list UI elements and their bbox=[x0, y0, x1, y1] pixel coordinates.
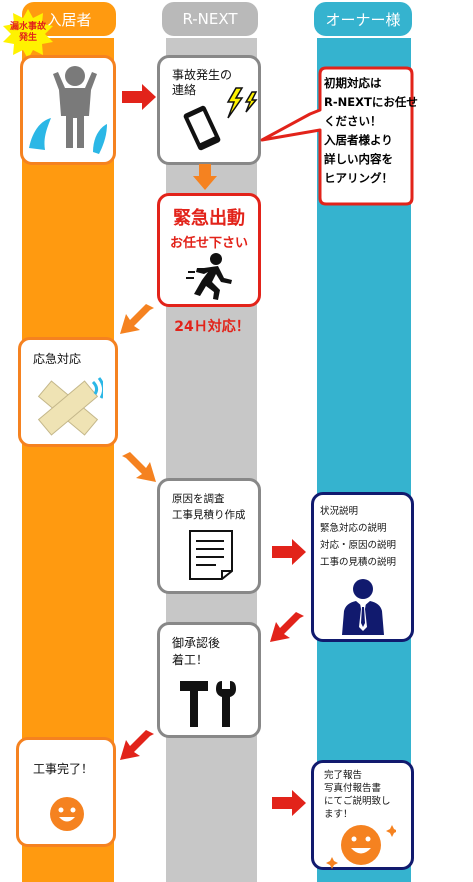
arrow-right-2 bbox=[272, 539, 306, 565]
bubble-shape bbox=[260, 66, 414, 206]
dispatch-24h: 24Ｈ対応！ bbox=[174, 319, 250, 335]
businessman-icon bbox=[342, 579, 384, 635]
tools-icon bbox=[180, 681, 236, 727]
explain-text: 状況説明 緊急対応の説明 対応・原因の説明 工事の見積の説明 bbox=[320, 506, 397, 568]
leak-badge-label: 漏水事故 発生 bbox=[9, 22, 46, 43]
investigate-box: 原因を調査 工事見積り作成 bbox=[157, 478, 261, 594]
arrow-diag-left-1 bbox=[120, 304, 154, 334]
emergency-text: 応急対応 bbox=[33, 352, 82, 366]
person-leak-icon bbox=[29, 66, 107, 154]
leak-badge: 漏水事故 発生 bbox=[2, 8, 54, 60]
smiley-icon bbox=[50, 797, 84, 831]
dispatch-subtitle: お任せ下さい bbox=[169, 236, 248, 251]
done-owner-text: 完了報告 写真付報告書 にてご説明致し ます！ bbox=[324, 770, 391, 820]
investigate-text: 原因を調査 工事見積り作成 bbox=[172, 493, 246, 521]
lightning-icon bbox=[226, 87, 258, 119]
phone-icon bbox=[183, 105, 221, 151]
lane-header-rnext: R-NEXT bbox=[162, 2, 258, 36]
approval-box: 御承認後 着工！ bbox=[157, 622, 261, 738]
done-resident-box: 工事完了！ bbox=[16, 737, 116, 847]
sparkle-smiley-icon bbox=[326, 825, 396, 869]
emergency-box: 応急対応 bbox=[18, 337, 118, 447]
info-bubble: 初期対応は R-NEXTにお任せ ください！ 入居者様より 詳しい内容を ヒアリ… bbox=[260, 60, 420, 210]
contact-box: 事故発生の 連絡 bbox=[157, 55, 261, 165]
bubble-text: 初期対応は R-NEXTにお任せ ください！ 入居者様より 詳しい内容を ヒアリ… bbox=[324, 76, 418, 185]
done-resident-text: 工事完了！ bbox=[33, 762, 94, 776]
arrow-diag-left-3 bbox=[120, 730, 154, 760]
contact-text: 事故発生の 連絡 bbox=[172, 68, 233, 97]
burst-icon bbox=[3, 9, 53, 59]
arrow-diag-left-2 bbox=[270, 612, 304, 642]
document-icon bbox=[189, 530, 233, 580]
explain-box: 状況説明 緊急対応の説明 対応・原因の説明 工事の見積の説明 bbox=[311, 492, 414, 642]
resident-leak-box bbox=[20, 55, 116, 165]
bandage-icon bbox=[37, 377, 103, 436]
running-person-icon bbox=[186, 253, 232, 300]
lane-header-owner: オーナー様 bbox=[314, 2, 412, 36]
arrow-diag-right-1 bbox=[122, 452, 156, 482]
done-owner-box: 完了報告 写真付報告書 にてご説明致し ます！ bbox=[311, 760, 414, 870]
approval-text: 御承認後 着工！ bbox=[172, 636, 221, 667]
arrow-right-1 bbox=[122, 84, 156, 110]
dispatch-box: 緊急出動 お任せ下さい bbox=[157, 193, 261, 307]
dispatch-title: 緊急出動 bbox=[173, 208, 245, 229]
arrow-down-1 bbox=[193, 164, 217, 190]
arrow-right-3 bbox=[272, 790, 306, 816]
